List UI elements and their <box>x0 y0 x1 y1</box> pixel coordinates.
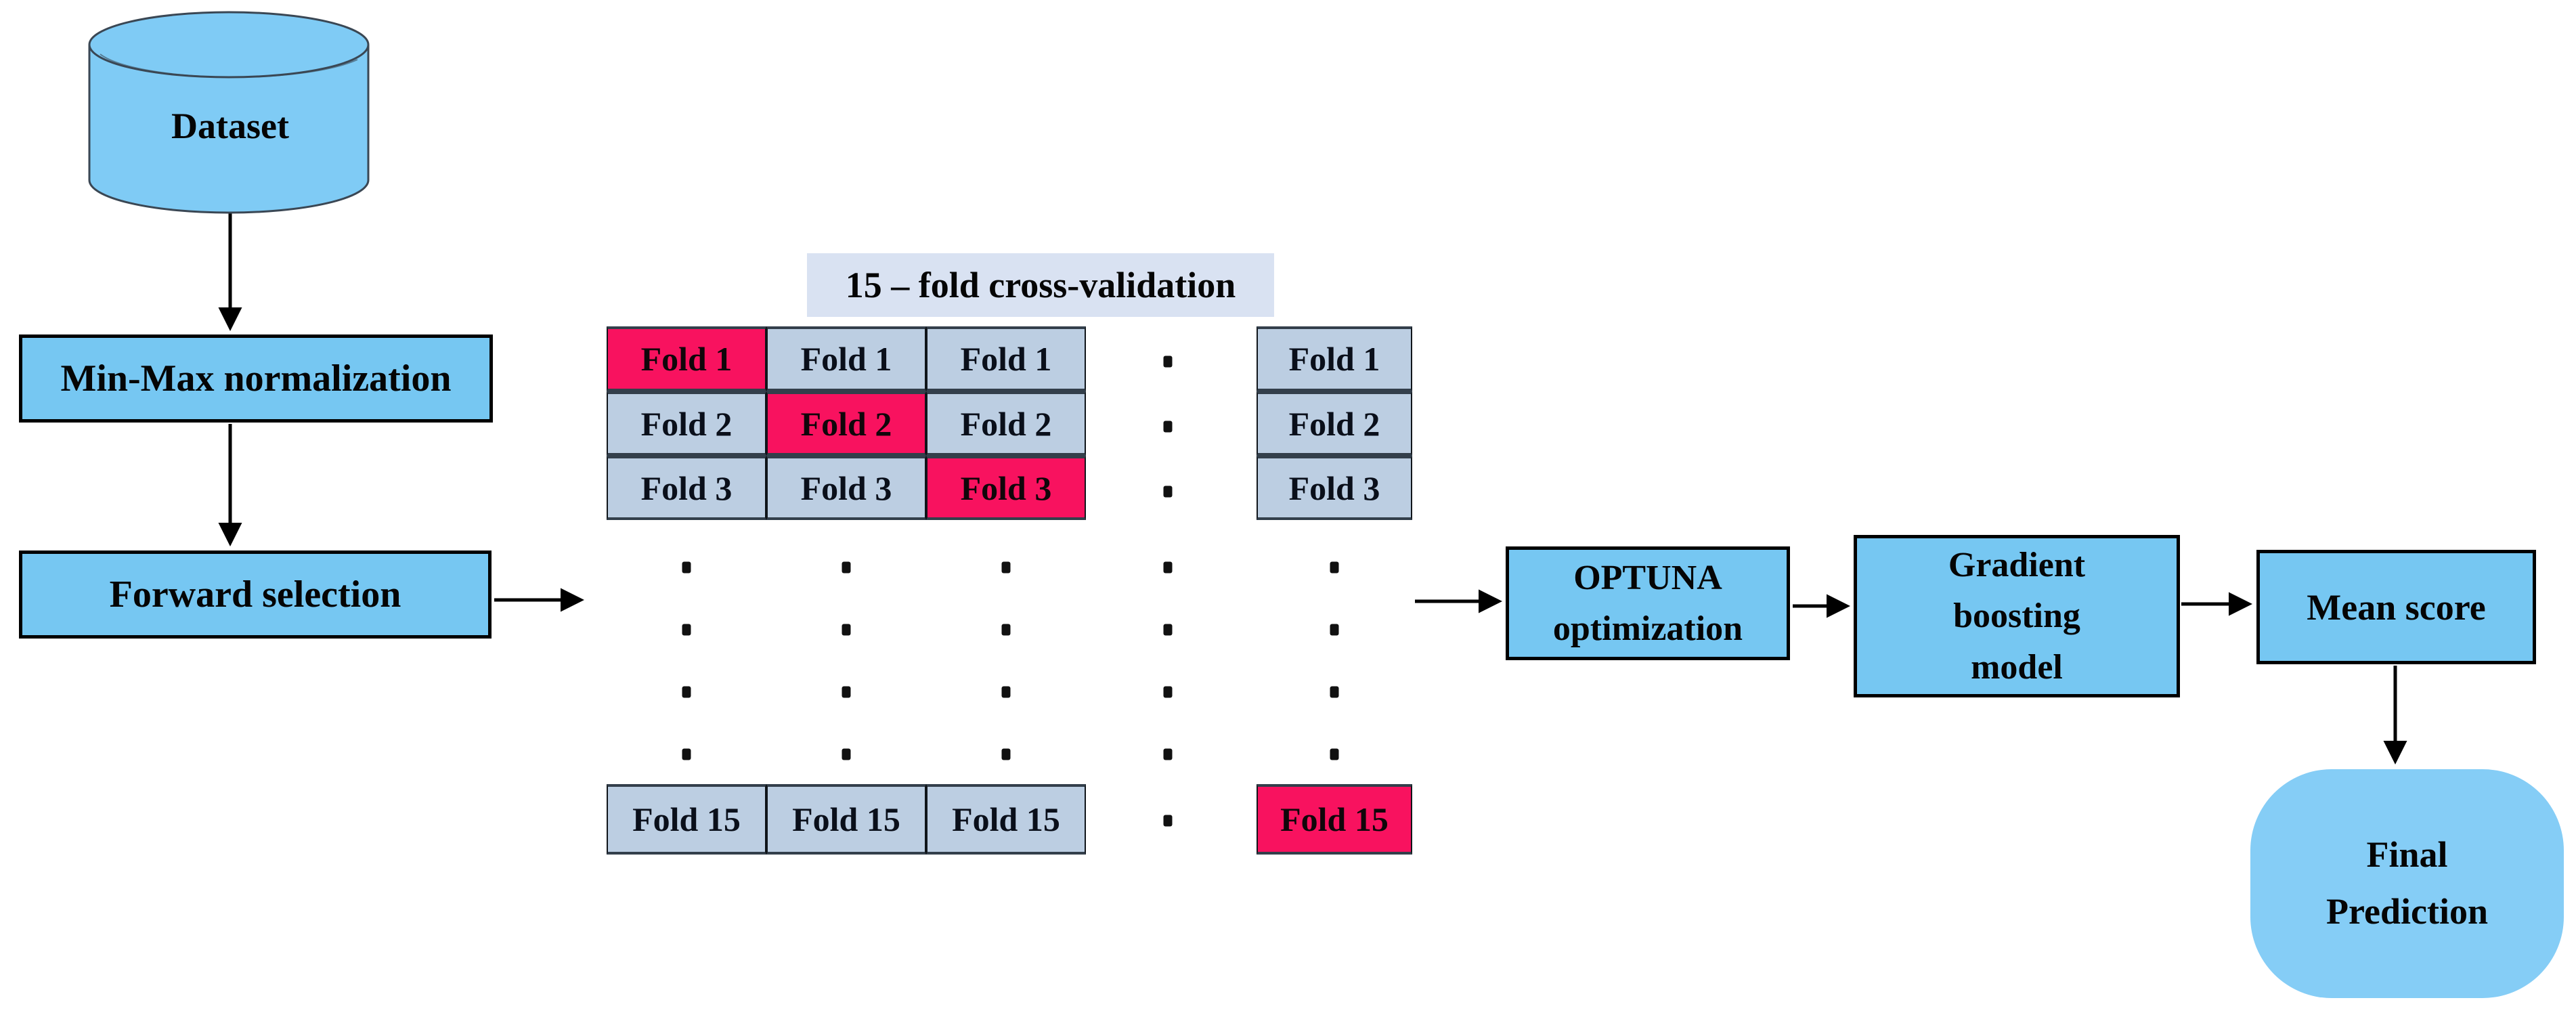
gradient-boosting-node: Gradient boosting model <box>1854 535 2180 697</box>
cross-validation-title-text: 15 – fold cross-validation <box>845 265 1236 305</box>
ellipsis-dot <box>1330 624 1339 636</box>
fold-cell: Fold 3 <box>607 456 766 520</box>
ellipsis-dot <box>1163 420 1173 433</box>
fold-cell: Fold 2 <box>926 391 1086 456</box>
fold-cell: Fold 15 <box>926 784 1086 855</box>
ellipsis-dot <box>1163 748 1173 760</box>
fold-cell: Fold 15 <box>766 784 926 855</box>
ellipsis-dot <box>842 686 851 698</box>
final-prediction-line2: Prediction <box>2326 891 2488 932</box>
forward-selection-node: Forward selection <box>19 551 492 639</box>
gbm-label-line1: Gradient <box>1948 545 2086 584</box>
fold-cell-validation: Fold 15 <box>1257 784 1412 855</box>
ellipsis-dot <box>842 624 851 636</box>
fold-cell: Fold 2 <box>1257 391 1412 456</box>
cross-validation-title: 15 – fold cross-validation <box>807 253 1274 317</box>
fold-cell: Fold 3 <box>766 456 926 520</box>
gbm-label-line3: model <box>1971 647 2063 687</box>
fold-cell-validation: Fold 3 <box>926 456 1086 520</box>
ellipsis-dot <box>1163 485 1173 498</box>
ellipsis-dot <box>1163 561 1173 574</box>
optuna-label-line1: OPTUNA <box>1573 558 1722 597</box>
ellipsis-dot <box>842 748 851 760</box>
final-prediction-node: Final Prediction <box>2250 769 2564 998</box>
optuna-optimization-node: OPTUNA optimization <box>1506 546 1790 660</box>
fold-cell: Fold 1 <box>1257 326 1412 391</box>
fold-cell: Fold 1 <box>766 326 926 391</box>
fold-cell-validation: Fold 2 <box>766 391 926 456</box>
ellipsis-dot <box>1163 815 1173 827</box>
optuna-label-line2: optimization <box>1552 609 1743 648</box>
ellipsis-dot <box>682 561 691 574</box>
ellipsis-dot <box>1163 355 1173 368</box>
ellipsis-dot <box>1330 561 1339 574</box>
fold-cell: Fold 1 <box>926 326 1086 391</box>
fold-cell: Fold 3 <box>1257 456 1412 520</box>
ellipsis-dot <box>682 624 691 636</box>
ellipsis-dot <box>1330 748 1339 760</box>
fold-cell: Fold 2 <box>607 391 766 456</box>
minmax-normalization-label: Min-Max normalization <box>60 358 452 400</box>
database-cylinder-icon <box>88 11 370 214</box>
forward-selection-label: Forward selection <box>109 574 401 616</box>
ellipsis-dot <box>842 561 851 574</box>
ellipsis-dot <box>1001 624 1011 636</box>
ellipsis-dot <box>1163 686 1173 698</box>
dataset-node-label: Dataset <box>171 106 289 146</box>
ellipsis-dot <box>682 748 691 760</box>
ellipsis-dot <box>1001 748 1011 760</box>
ellipsis-dot <box>1001 686 1011 698</box>
final-prediction-line1: Final <box>2366 834 2448 876</box>
ellipsis-dot <box>1163 624 1173 636</box>
ellipsis-dot <box>682 686 691 698</box>
minmax-normalization-node: Min-Max normalization <box>19 334 493 423</box>
gbm-label-line2: boosting <box>1953 597 2080 636</box>
mean-score-node: Mean score <box>2256 550 2536 664</box>
fold-cell: Fold 15 <box>607 784 766 855</box>
ellipsis-dot <box>1330 686 1339 698</box>
mean-score-label: Mean score <box>2307 586 2486 628</box>
fold-cell-validation: Fold 1 <box>607 326 766 391</box>
ellipsis-dot <box>1001 561 1011 574</box>
